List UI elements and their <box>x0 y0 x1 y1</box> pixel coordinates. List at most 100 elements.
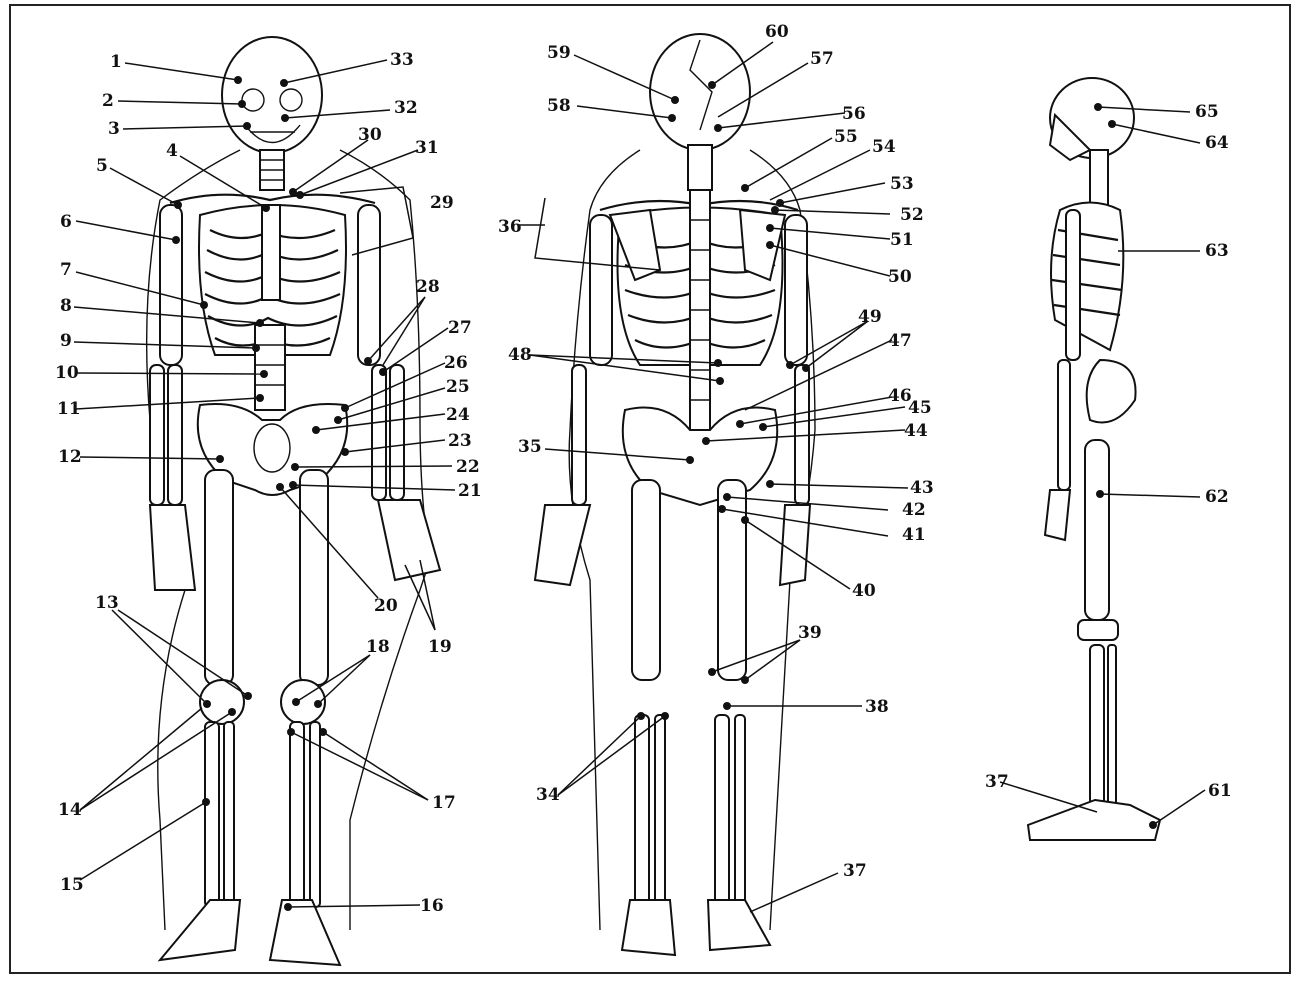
label-19: 19 <box>428 637 452 657</box>
label-1: 1 <box>110 52 122 72</box>
label-23: 23 <box>448 431 472 451</box>
label-58: 58 <box>547 96 571 116</box>
label-37-back: 37 <box>843 861 867 881</box>
label-14: 14 <box>58 800 82 820</box>
label-33: 33 <box>390 50 414 70</box>
label-54: 54 <box>872 137 896 157</box>
label-17: 17 <box>432 793 456 813</box>
label-48: 48 <box>508 345 532 365</box>
label-9: 9 <box>60 331 72 351</box>
front-hand-right <box>378 500 440 580</box>
label-64: 64 <box>1205 133 1229 153</box>
front-foot-right <box>270 900 340 965</box>
label-31: 31 <box>415 138 439 158</box>
label-37-side: 37 <box>985 772 1009 792</box>
label-30: 30 <box>358 125 382 145</box>
label-27: 27 <box>448 318 472 338</box>
front-humerus-left <box>160 205 182 365</box>
side-skeleton <box>1028 78 1160 840</box>
back-hand-right <box>780 505 810 585</box>
front-clavicles <box>170 195 375 203</box>
back-fibula-left <box>655 715 665 905</box>
side-fibula <box>1108 645 1116 805</box>
back-femur-left <box>632 480 660 680</box>
label-56: 56 <box>842 104 866 124</box>
label-13: 13 <box>95 593 119 613</box>
front-forearm-right-a <box>372 365 386 500</box>
label-35: 35 <box>518 437 542 457</box>
side-knee <box>1078 620 1118 640</box>
label-46: 46 <box>888 386 912 406</box>
label-42: 42 <box>902 500 926 520</box>
label-63: 63 <box>1205 241 1229 261</box>
label-29: 29 <box>430 193 454 213</box>
side-hand <box>1045 490 1070 540</box>
label-32: 32 <box>394 98 418 118</box>
label-11: 11 <box>57 399 81 419</box>
side-forearm <box>1058 360 1070 490</box>
front-femur-left <box>205 470 233 685</box>
label-20: 20 <box>374 596 398 616</box>
back-cervical <box>688 145 712 190</box>
label-10: 10 <box>55 363 79 383</box>
label-49: 49 <box>858 307 882 327</box>
label-26: 26 <box>444 353 468 373</box>
back-skull <box>650 34 750 150</box>
front-fibula-right <box>310 722 320 907</box>
label-47: 47 <box>888 331 912 351</box>
label-52: 52 <box>900 205 924 225</box>
label-6: 6 <box>60 212 72 232</box>
label-28: 28 <box>416 277 440 297</box>
front-tibia-left <box>205 722 219 907</box>
label-4: 4 <box>166 141 178 161</box>
label-57: 57 <box>810 49 834 69</box>
label-61: 61 <box>1208 781 1232 801</box>
label-65: 65 <box>1195 102 1219 122</box>
label-34: 34 <box>536 785 560 805</box>
label-51: 51 <box>890 230 914 250</box>
label-18: 18 <box>366 637 390 657</box>
front-sternum <box>262 205 280 300</box>
back-hand-left <box>535 505 590 585</box>
front-femur-right <box>300 470 328 685</box>
label-7: 7 <box>60 260 72 280</box>
label-59: 59 <box>547 43 571 63</box>
label-5: 5 <box>96 156 108 176</box>
label-40: 40 <box>852 581 876 601</box>
side-tibia <box>1090 645 1104 805</box>
side-humerus <box>1066 210 1080 360</box>
back-forearm-left <box>572 365 586 505</box>
label-50: 50 <box>888 267 912 287</box>
label-41: 41 <box>902 525 926 545</box>
front-forearm-left-b <box>168 365 182 505</box>
back-humerus-right <box>785 215 807 365</box>
label-44: 44 <box>904 421 928 441</box>
label-22: 22 <box>456 457 480 477</box>
front-forearm-left-a <box>150 365 164 505</box>
front-skull <box>222 37 322 153</box>
front-humerus-right <box>358 205 380 365</box>
side-foot <box>1028 800 1160 840</box>
label-12: 12 <box>58 447 82 467</box>
back-tibia-left <box>635 715 649 905</box>
back-tibia-right <box>715 715 729 905</box>
label-53: 53 <box>890 174 914 194</box>
front-foot-left <box>160 900 240 960</box>
back-foot-left <box>622 900 675 955</box>
back-fibula-right <box>735 715 745 905</box>
back-humerus-left <box>590 215 612 365</box>
label-8: 8 <box>60 296 72 316</box>
label-21: 21 <box>458 481 482 501</box>
label-36: 36 <box>498 217 522 237</box>
label-43: 43 <box>910 478 934 498</box>
front-tibia-right <box>290 722 304 907</box>
label-25: 25 <box>446 377 470 397</box>
label-16: 16 <box>420 896 444 916</box>
back-spine <box>690 190 710 460</box>
label-24: 24 <box>446 405 470 425</box>
label-62: 62 <box>1205 487 1229 507</box>
label-38: 38 <box>865 697 889 717</box>
label-55: 55 <box>834 127 858 147</box>
